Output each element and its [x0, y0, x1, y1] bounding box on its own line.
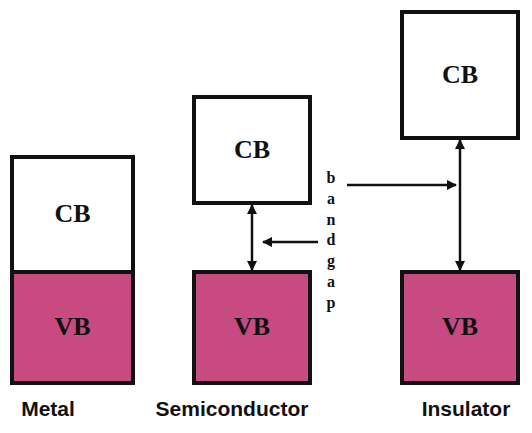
band-gap-label: band gap — [325, 168, 337, 314]
band-gap-arrow — [459, 140, 462, 270]
band-label: CB — [234, 136, 270, 165]
band-label: CB — [54, 200, 90, 229]
leader-arrow — [347, 184, 456, 187]
band-label: CB — [442, 61, 478, 90]
band-label: VB — [442, 313, 478, 342]
material-label: Metal — [21, 396, 75, 421]
valence-band: VB — [192, 270, 312, 385]
band-label: VB — [54, 313, 90, 342]
band-label: VB — [234, 313, 270, 342]
valence-band: VB — [400, 270, 520, 385]
leader-arrow — [263, 241, 318, 244]
conduction-band: CB — [400, 10, 520, 140]
band-gap-arrow — [251, 205, 254, 270]
conduction-band: CB — [192, 95, 312, 205]
material-label: Semiconductor — [156, 396, 309, 421]
valence-band: VB — [10, 270, 135, 385]
conduction-band: CB — [10, 155, 135, 274]
material-label: Insulator — [422, 396, 511, 421]
